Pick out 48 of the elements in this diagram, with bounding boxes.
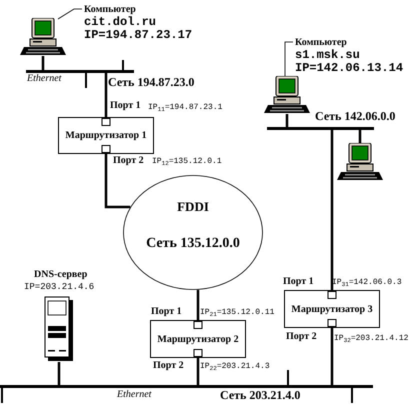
ip-address-label: IP=203.21.4.6: [24, 283, 94, 292]
router-box: [284, 290, 380, 328]
network-address-label: Сеть 135.12.0.0: [146, 234, 240, 252]
ring-type-label: FDDI: [177, 198, 209, 216]
network-address-label: Сеть 142.06.0.0: [315, 110, 396, 122]
host-label: cit.dol.ru: [84, 16, 156, 29]
leader-line: [284, 42, 294, 78]
leader-line: [58, 8, 82, 20]
cable-line: [358, 130, 362, 143]
cable-line: [196, 290, 200, 320]
cable-line: [286, 114, 288, 127]
port-label: Порт 2: [286, 332, 317, 342]
cable-line: [330, 130, 334, 290]
device-type-label: Компьютер: [295, 36, 347, 49]
ip-address-label: IP$_{22}$=203.21.4.3: [200, 363, 270, 371]
network-bus: [267, 127, 374, 130]
network-address-label: Сеть 203.21.4.0: [220, 389, 300, 401]
router-label: Маршрутизатор 1: [65, 129, 147, 143]
ip-address-label: IP$_{31}$=142.06.0.3: [332, 279, 402, 287]
ip-address-label: IP$_{11}$=194.87.23.1: [148, 104, 222, 112]
cable-line: [42, 56, 44, 70]
port-label: Порт 1: [110, 101, 141, 111]
router-label: Маршрутизатор 2: [157, 332, 239, 346]
router-box: [150, 320, 246, 358]
port-label: Порт 1: [151, 307, 182, 317]
cable-line: [104, 154, 130, 208]
cable-line: [104, 73, 108, 117]
cable-line: [330, 328, 334, 385]
server-name-label: DNS-сервер: [34, 270, 88, 280]
router-box: [58, 117, 154, 154]
port-label: Порт 1: [283, 277, 314, 287]
network-type-label: Ethernet: [27, 74, 62, 84]
network-bus: [26, 70, 134, 73]
host-label: IP=194.87.23.17: [84, 29, 192, 42]
ip-address-label: IP$_{32}$=203.21.4.12: [334, 335, 408, 343]
network-bus: [0, 385, 373, 388]
ip-address-label: IP$_{12}$=135.12.0.1: [152, 158, 222, 166]
device-type-label: Компьютер: [84, 3, 136, 16]
host-label: s1.msk.su: [295, 49, 360, 62]
network-address-label: Сеть 194.87.23.0: [108, 76, 194, 88]
cable-line: [58, 362, 60, 385]
cable-line: [196, 358, 200, 385]
host-label: IP=142.06.13.14: [295, 62, 404, 75]
port-label: Порт 2: [113, 156, 144, 166]
ip-address-label: IP$_{21}$=135.12.0.11: [200, 309, 274, 317]
port-label: Порт 2: [153, 361, 184, 371]
network-type-label: Ethernet: [117, 390, 152, 400]
router-label: Маршрутизатор 3: [291, 302, 373, 316]
